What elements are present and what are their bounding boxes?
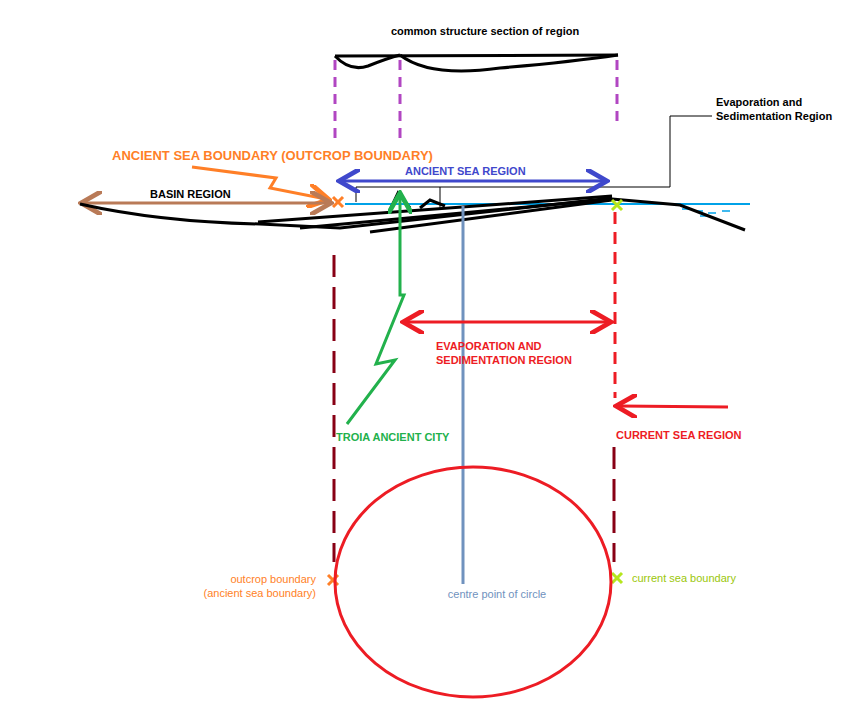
boundary-label: current sea boundary <box>632 571 736 585</box>
circle-outline <box>333 465 613 699</box>
current-sea-arrow <box>619 406 728 407</box>
boundary-cross <box>328 197 343 585</box>
region-label: ANCIENT SEA REGION <box>405 164 526 178</box>
structure-profile <box>335 55 618 71</box>
boundary-label: ANCIENT SEA BOUNDARY (OUTCROP BOUNDARY) <box>112 148 433 165</box>
region-label: BASIN REGION <box>150 187 231 201</box>
region-label: Evaporation and Sedimentation Region <box>716 95 844 124</box>
region-circle: centre point of circle <box>333 465 613 699</box>
ancient-sea-arrow <box>342 180 604 183</box>
leader-line <box>347 196 404 424</box>
projection-line <box>613 447 616 562</box>
projection-line <box>614 212 617 398</box>
region-label: CURRENT SEA REGION <box>616 428 742 442</box>
section-title: common structure section of region <box>340 24 630 38</box>
circle-label: centre point of circle <box>429 587 565 601</box>
projection-lines <box>335 60 617 145</box>
boundary-label: outcrop boundary (ancient sea boundary) <box>192 572 316 601</box>
boundary-cross <box>612 200 622 583</box>
projection-line <box>333 255 336 562</box>
evaporation-arrow <box>406 321 608 324</box>
city-label: TROIA ANCIENT CITY <box>336 430 449 444</box>
basin-arrow <box>84 202 328 205</box>
centre-line <box>462 206 465 584</box>
region-label: EVAPORATION AND SEDIMENTATION REGION <box>436 339 601 368</box>
